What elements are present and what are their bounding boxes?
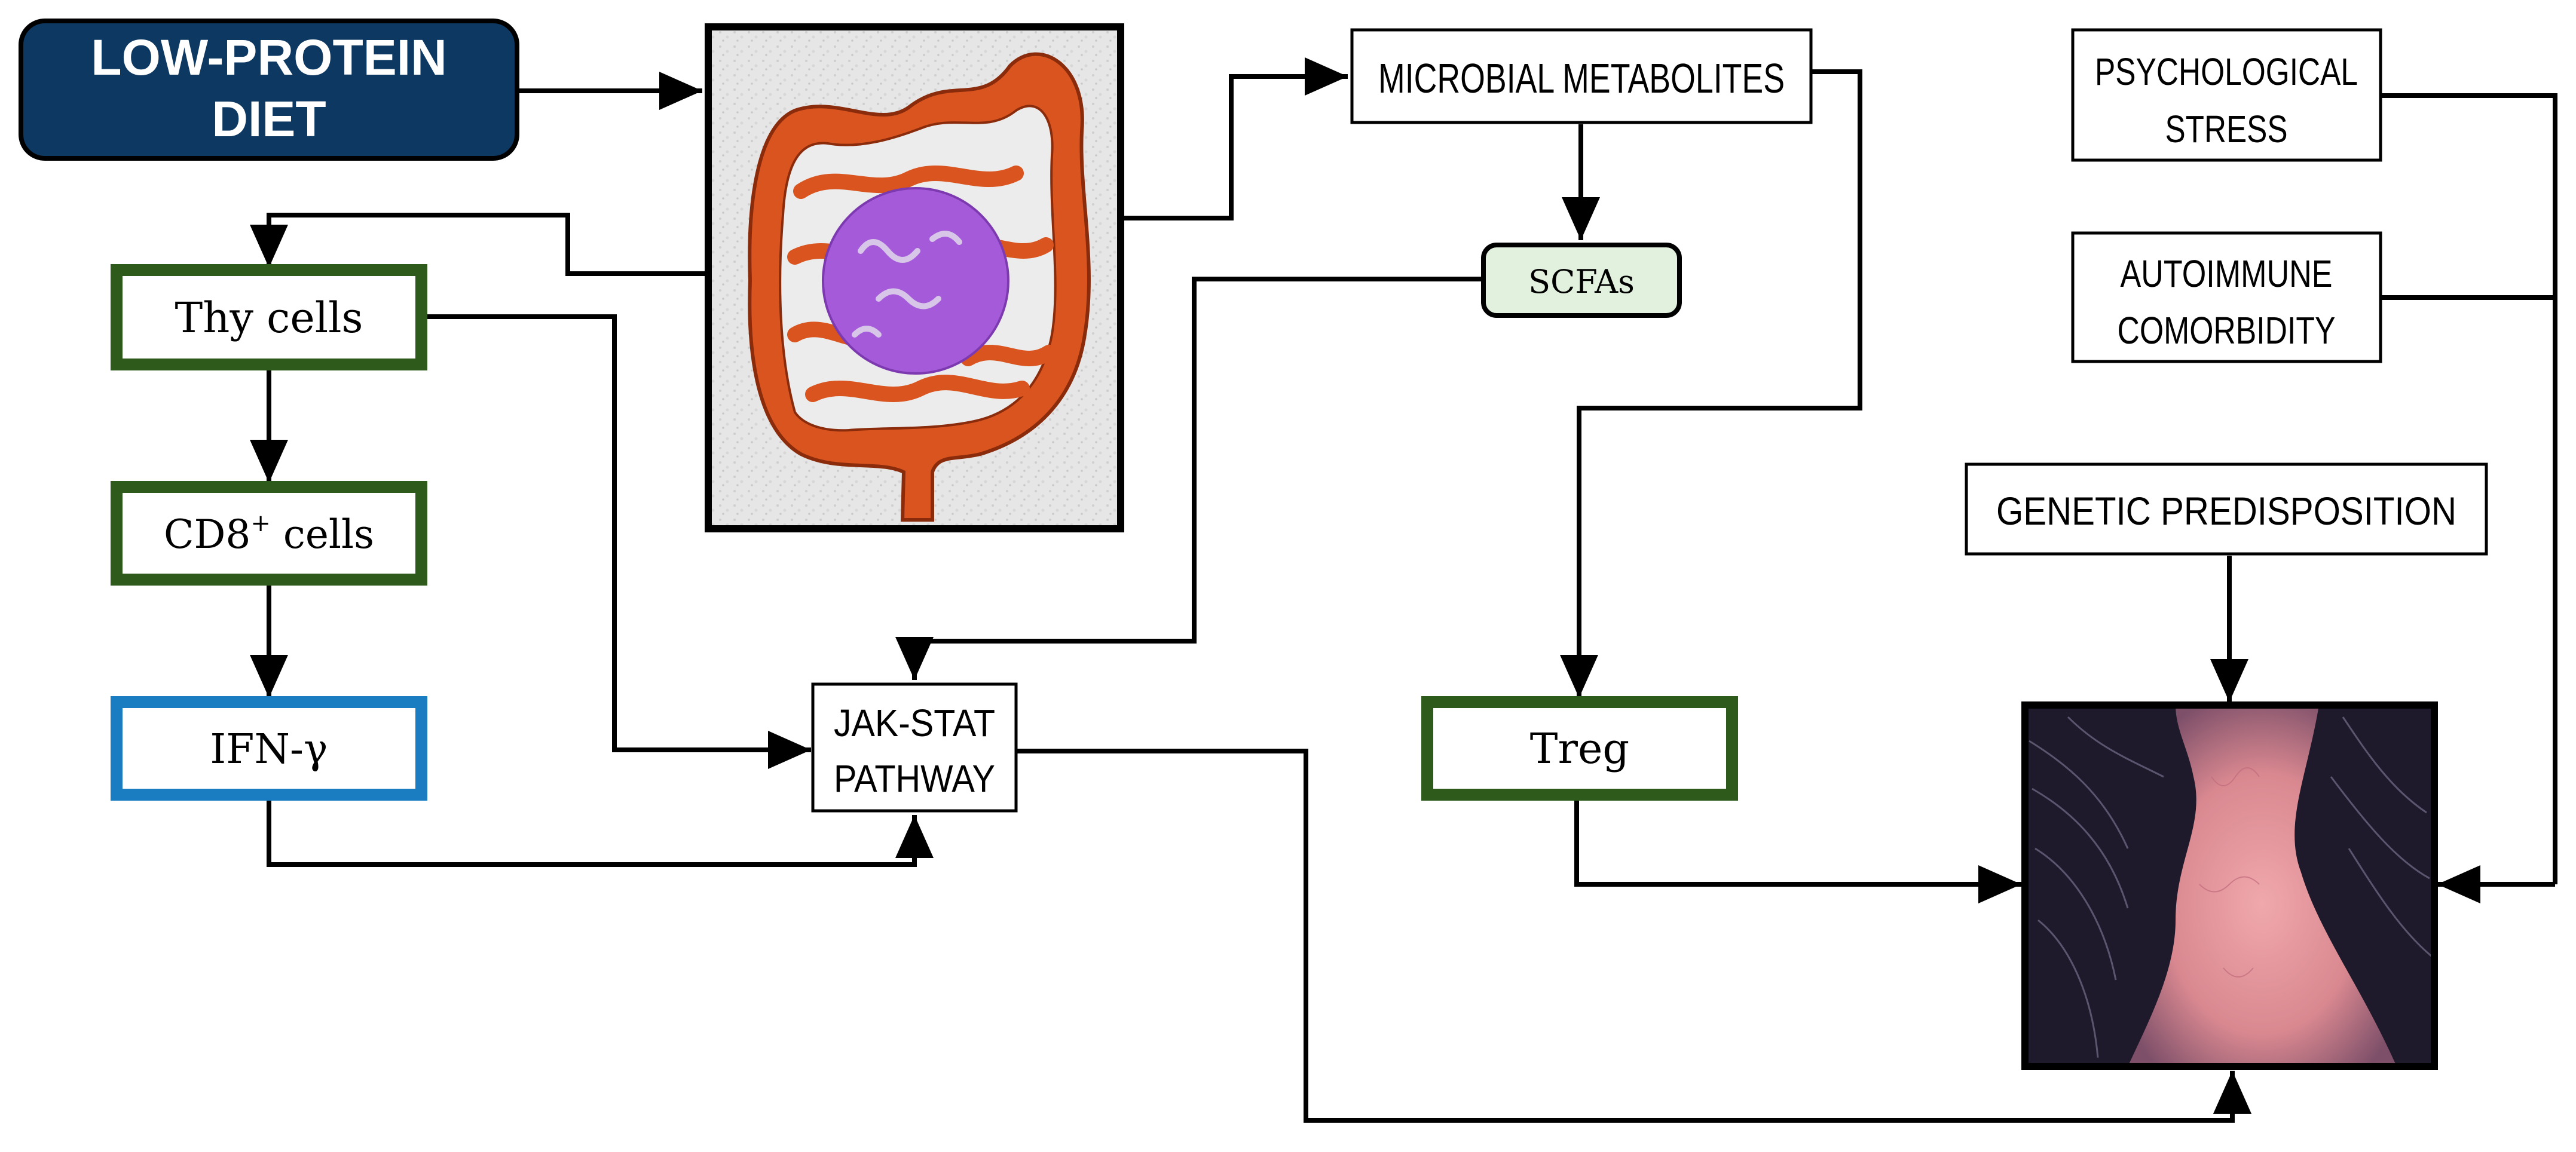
node-psychological-stress: PSYCHOLOGICAL STRESS — [2071, 28, 2382, 162]
arrow-ifn-to-jak — [267, 796, 934, 867]
genetic-label: GENETIC PREDISPOSITION — [1996, 489, 2456, 533]
diet-line2: DIET — [212, 91, 326, 147]
node-thy-cells: Thy cells — [111, 264, 427, 370]
node-microbial-metabolites: MICROBIAL METABOLITES — [1350, 28, 1813, 124]
node-cd8-cells: CD8+ cells — [111, 481, 427, 586]
arrow-microbial-to-treg — [1560, 69, 1862, 698]
arrow-treg-to-scalp — [1574, 796, 2021, 903]
node-treg: Treg — [1421, 696, 1738, 801]
autoimmune-line2: COMORBIDITY — [2118, 309, 2336, 352]
cd8-label: CD8+ cells — [164, 510, 374, 557]
arrow-thy-to-jak — [424, 314, 811, 769]
alopecia-scalp-icon — [2021, 701, 2438, 1070]
stress-line2: STRESS — [2165, 108, 2288, 151]
jak-line1: JAK-STAT — [834, 701, 995, 744]
connectors — [250, 57, 2557, 1123]
intestine-icon — [705, 23, 1124, 532]
node-autoimmune-comorbidity: AUTOIMMUNE COMORBIDITY — [2071, 231, 2382, 363]
thy-label: Thy cells — [175, 293, 363, 342]
arrow-jak-to-scalp — [1016, 749, 2251, 1123]
diet-line1: LOW-PROTEIN — [91, 29, 447, 85]
treg-label: Treg — [1530, 724, 1629, 773]
autoimmune-line1: AUTOIMMUNE — [2121, 252, 2333, 295]
scfas-label: SCFAs — [1528, 263, 1635, 301]
node-jak-stat: JAK-STAT PATHWAY — [811, 682, 1018, 813]
arrow-scfas-to-jak — [895, 277, 1482, 680]
ifn-label: IFN-γ — [210, 726, 328, 773]
node-ifn-gamma: IFN-γ — [111, 696, 427, 801]
jak-line2: PATHWAY — [834, 757, 995, 800]
node-genetic-predisposition: GENETIC PREDISPOSITION — [1965, 462, 2488, 556]
node-low-protein-diet: LOW-PROTEIN DIET — [19, 19, 519, 161]
arrow-gut-to-microbial — [1121, 57, 1348, 220]
arrow-gut-to-thy — [250, 213, 705, 276]
stress-line1: PSYCHOLOGICAL — [2095, 50, 2358, 93]
line-stress — [2382, 93, 2557, 884]
node-scfas: SCFAs — [1481, 243, 1682, 318]
microbial-label: MICROBIAL METABOLITES — [1378, 55, 1785, 102]
